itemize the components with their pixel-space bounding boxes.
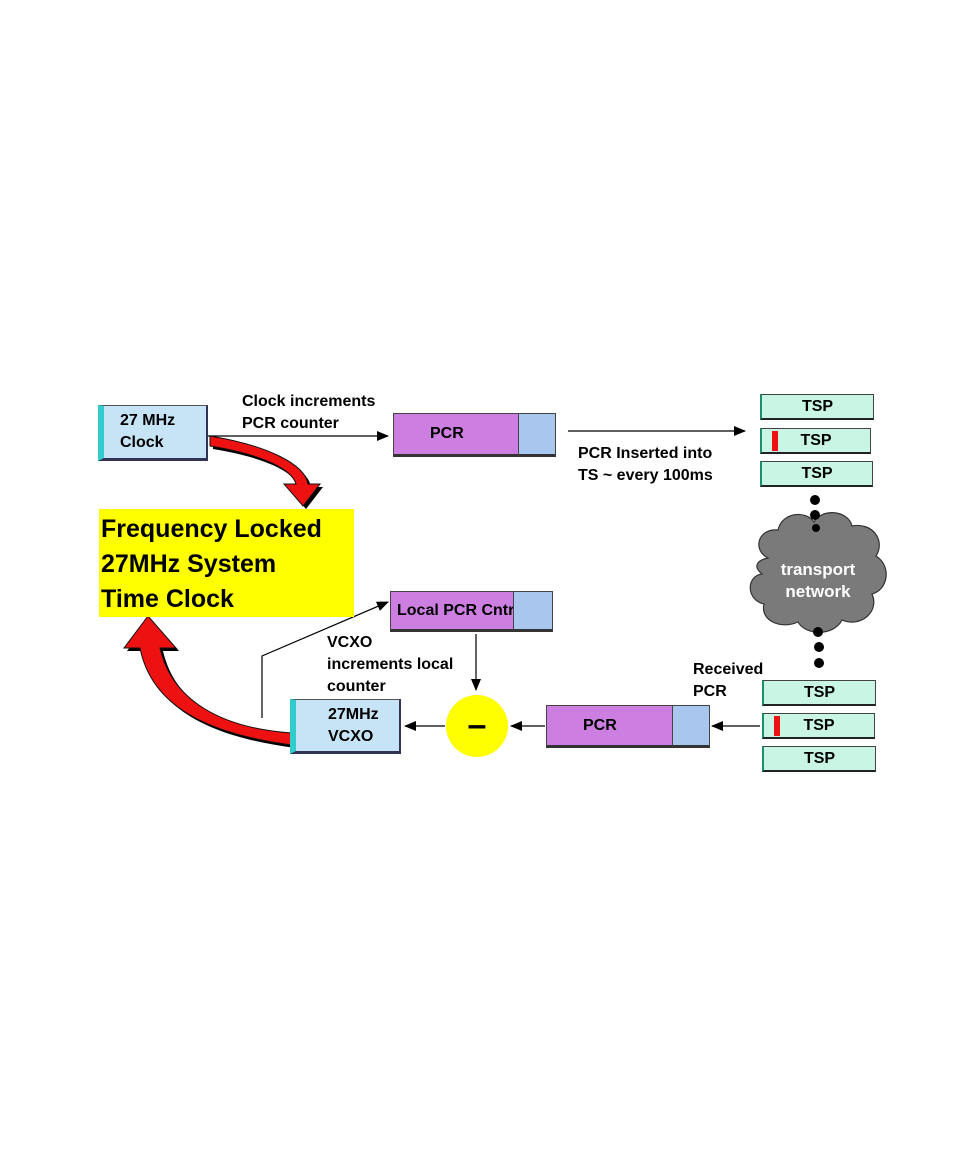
subtractor-circle: – [446, 695, 508, 757]
vcxo-line1: 27MHz [328, 704, 399, 726]
ellipsis-dot [810, 495, 820, 505]
rx-packet-with-pcr: TSP [762, 713, 875, 739]
received-pcr-label: Received PCR [693, 659, 763, 703]
tx-packet: TSP [760, 394, 874, 420]
local-counter-label: Local PCR Cntr [397, 602, 514, 620]
pcr-marker [774, 716, 780, 736]
system-clock-line2: 27MHz System [101, 547, 354, 582]
network-label: transport network [760, 559, 876, 603]
system-clock-line3: Time Clock [101, 582, 354, 617]
system-clock-banner: Frequency Locked 27MHz System Time Clock [99, 509, 354, 617]
rx-packet: TSP [762, 746, 876, 772]
ellipsis-dot [813, 627, 823, 637]
vcxo-label: VCXO increments local counter [327, 632, 453, 698]
curved-arrow-bottom-icon [124, 616, 295, 748]
local-counter-tail [513, 591, 553, 632]
pcr-encoder-box: PCR [393, 413, 556, 457]
vcxo-line2: VCXO [328, 726, 399, 748]
ellipsis-dot [814, 658, 824, 668]
local-counter-box: Local PCR Cntr [390, 591, 553, 632]
pcr-received-tail [672, 705, 710, 748]
pcr-received-box: PCR [546, 705, 710, 748]
vcxo-box: 27MHz VCXO [290, 699, 401, 754]
tx-packet: TSP [760, 461, 873, 487]
source-clock-line2: Clock [120, 432, 206, 454]
rx-packet: TSP [762, 680, 876, 706]
pcr-marker [772, 431, 778, 451]
ellipsis-dot [810, 510, 820, 520]
pcr-received-label: PCR [583, 717, 617, 735]
tx-packet-with-pcr: TSP [760, 428, 871, 454]
minus-icon: – [446, 705, 508, 745]
system-clock-line1: Frequency Locked [101, 512, 354, 547]
curved-arrow-top-icon [210, 436, 323, 509]
ellipsis-dot [812, 524, 820, 532]
encoder-label: Clock increments PCR counter [242, 391, 375, 435]
source-clock-box: 27 MHz Clock [98, 405, 208, 461]
ellipsis-dot [814, 642, 824, 652]
pcr-encoder-tail [518, 413, 556, 457]
source-clock-line1: 27 MHz [120, 410, 206, 432]
pcr-encoder-label: PCR [430, 425, 464, 443]
insert-label: PCR Inserted into TS ~ every 100ms [578, 443, 713, 487]
